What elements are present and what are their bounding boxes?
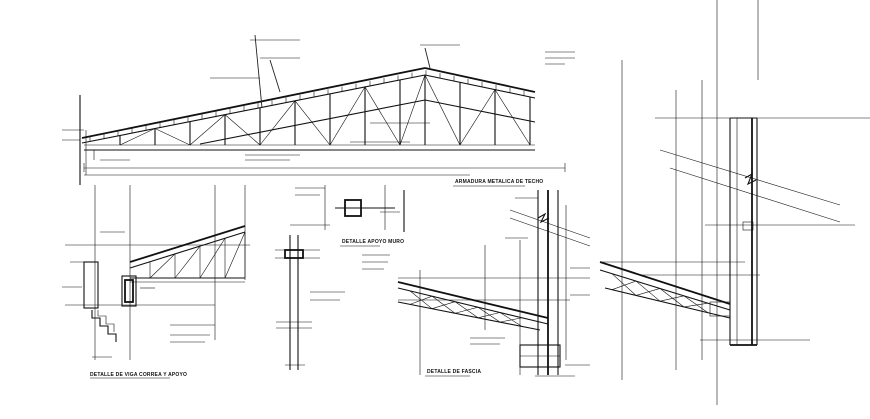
truss-diagonal	[189, 114, 226, 146]
detail-beam-support: DETALLE DE VIGA CORREA Y APOYO	[62, 185, 250, 379]
detail-title-support-wall: DETALLE APOYO MURO	[342, 239, 404, 245]
web-diagonal	[149, 253, 176, 279]
web-diagonal	[683, 295, 709, 313]
truss-diagonal	[399, 74, 426, 146]
web-diagonal	[635, 288, 661, 296]
web-diagonal	[611, 280, 637, 290]
web-diagonal	[454, 306, 479, 314]
truss-diagonal	[364, 86, 401, 146]
web-diagonal	[499, 317, 523, 323]
detail-title-beam-support: DETALLE DE VIGA CORREA Y APOYO	[90, 372, 187, 378]
detail-column-section	[275, 235, 345, 370]
web-diagonal	[659, 288, 685, 308]
web-diagonal	[499, 312, 523, 327]
truss-diagonal	[459, 89, 496, 146]
detail-fascia: ARMADURA METALICA DE TECHO DETA	[397, 179, 591, 377]
web-diagonal	[683, 302, 709, 308]
web-diagonal	[199, 238, 226, 279]
web-diagonal	[611, 273, 637, 296]
web-diagonal	[659, 295, 685, 302]
web-diagonal	[409, 295, 433, 305]
truss-diagonal	[494, 89, 531, 146]
truss-diagonal	[329, 86, 366, 146]
web-diagonal	[224, 231, 246, 279]
truss-diagonal	[294, 100, 331, 146]
main-truss-elevation	[62, 34, 575, 185]
truss-diagonal	[259, 100, 296, 146]
truss-diagonal	[424, 74, 461, 146]
web-diagonal	[454, 301, 479, 319]
web-diagonal	[635, 280, 661, 302]
web-diagonal	[431, 295, 456, 314]
truss-diagonal	[154, 128, 191, 146]
web-diagonal	[477, 306, 501, 323]
detail-title-fascia: DETALLE DE FASCIA	[427, 369, 481, 375]
truss-diagonals	[119, 74, 531, 146]
detail-truss-web	[149, 231, 246, 279]
fascia-truss-web	[409, 290, 523, 327]
web-diagonal	[431, 301, 456, 309]
detail-title-truss: ARMADURA METALICA DE TECHO	[455, 179, 543, 185]
detail-support-wall: DETALLE APOYO MURO	[290, 185, 405, 270]
truss-diagonal	[224, 114, 261, 146]
web-diagonal	[477, 312, 501, 319]
truss-verticals	[119, 75, 531, 145]
purlin-ticks	[89, 70, 525, 142]
detail-fascia-large	[599, 0, 870, 405]
web-diagonal	[409, 290, 433, 309]
fascia-large-truss-web	[611, 273, 709, 313]
web-diagonal	[174, 245, 201, 279]
truss-diagonal	[119, 128, 156, 146]
